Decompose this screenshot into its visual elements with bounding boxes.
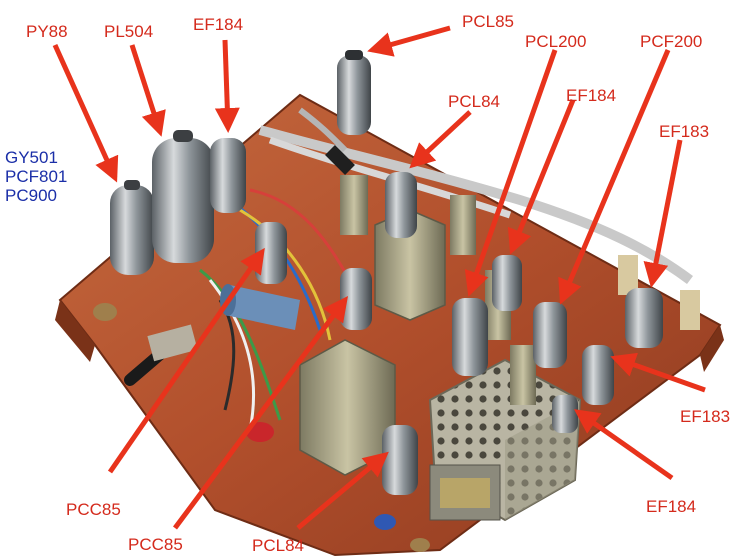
annotation-arrows (52, 25, 706, 530)
arrow-ef184-mid (507, 99, 576, 255)
arrow-ef184-bottom (573, 409, 674, 481)
arrow-py88 (52, 43, 119, 183)
tube-ef183-top (625, 288, 663, 348)
label-pc900: PC900 (5, 186, 57, 205)
tube-ef184-bottom (552, 395, 578, 433)
small-components (93, 303, 430, 552)
label-pl504: PL504 (104, 22, 154, 41)
label-pcl85: PCL85 (462, 12, 514, 31)
transformer (429, 464, 501, 521)
arrow-pcf200 (558, 49, 671, 305)
arrow-ef183-bottom (610, 352, 706, 393)
label-pcf801: PCF801 (5, 167, 68, 186)
label-ef183-top: EF183 (659, 122, 710, 141)
tube-py88 (110, 180, 154, 275)
tube-ef184-top (210, 138, 246, 213)
arrow-pcc85-a (107, 247, 265, 474)
arrow-pcl85 (367, 25, 451, 57)
tube-pcf200 (533, 302, 567, 368)
label-pcl84-bottom: PCL84 (252, 536, 304, 555)
tube-ef184-mid (492, 255, 522, 311)
label-pcl200: PCL200 (525, 32, 587, 51)
tube-pl504 (152, 130, 214, 263)
label-ef184-top: EF184 (193, 15, 244, 34)
arrow-ef183-top (643, 139, 683, 288)
label-pcf200: PCF200 (640, 32, 703, 51)
tube-pcl85 (337, 50, 371, 135)
arrow-ef184-top (214, 39, 240, 133)
tube-pcc85-b (340, 268, 372, 330)
tube-pcl84-top (385, 172, 417, 238)
label-ef183-bottom: EF183 (680, 407, 731, 426)
tube-pcl200 (452, 298, 488, 376)
vacuum-tubes (110, 50, 663, 495)
board-edge (55, 300, 95, 362)
label-pcc85-a: PCC85 (66, 500, 121, 519)
tube-ef183-bottom (582, 345, 614, 405)
arrow-pcl200 (464, 49, 558, 297)
label-pcc85-b: PCC85 (128, 535, 183, 554)
label-ef184-bottom: EF184 (646, 497, 697, 516)
label-py88: PY88 (26, 22, 68, 41)
label-ef184-mid: EF184 (566, 86, 617, 105)
label-pcl84-top: PCL84 (448, 92, 500, 111)
board-front-edge (700, 325, 724, 372)
arrow-pcl84-bottom (296, 451, 389, 530)
tube-pcl84-bottom (382, 425, 418, 495)
label-gy501: GY501 (5, 148, 58, 167)
arrow-pl504 (129, 44, 166, 137)
arrow-pcc85-b (172, 295, 348, 530)
arrow-pcl84-top (409, 110, 472, 169)
